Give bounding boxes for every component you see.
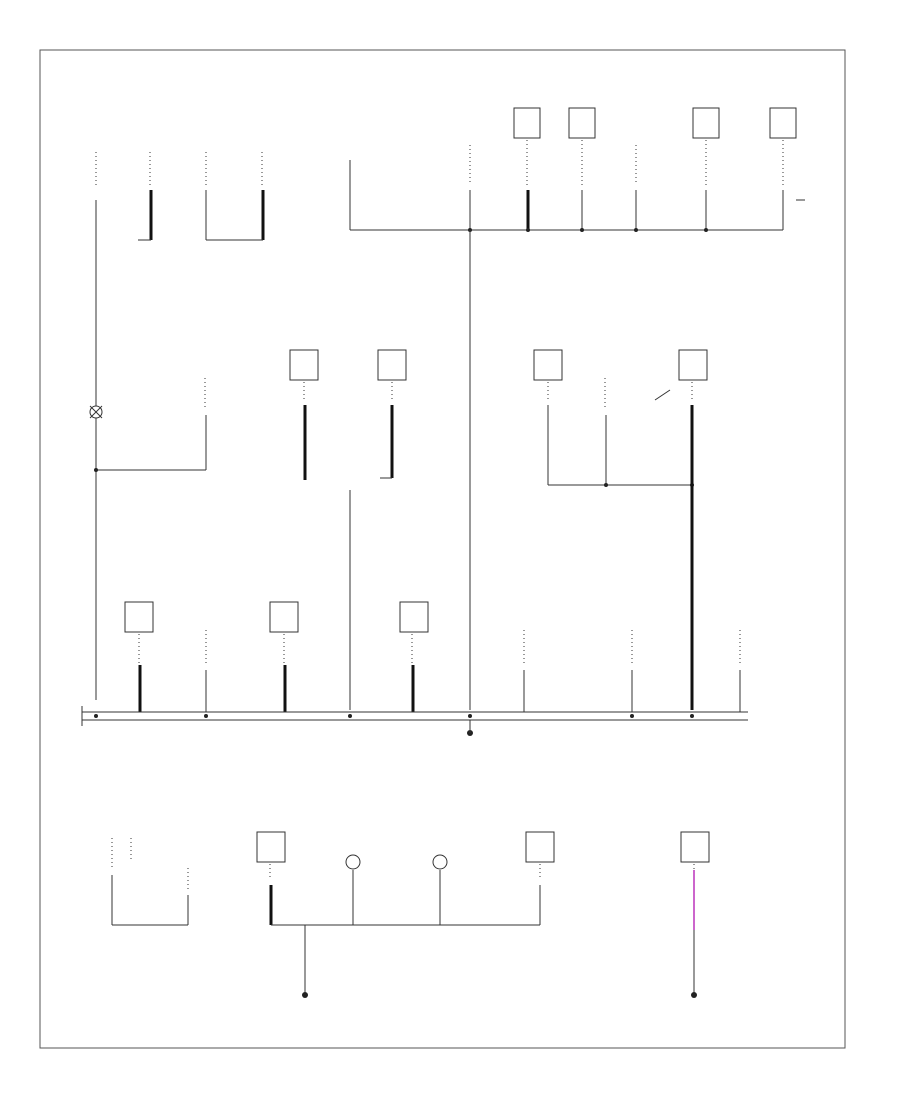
module-box-top-c — [692, 107, 720, 139]
component-top-3-4 — [205, 152, 265, 241]
module-box-mid-d — [678, 349, 708, 381]
module-box-bot-a — [256, 831, 286, 863]
middle-right-components — [533, 349, 708, 710]
module-box-low-b — [269, 601, 299, 633]
component-top-1: ​ — [95, 152, 97, 700]
module-box-bot-b — [525, 831, 555, 863]
module-box-mid-a — [289, 349, 319, 381]
diagram-frame — [39, 49, 846, 1049]
lower-components — [81, 601, 748, 736]
component-top-2 — [138, 152, 153, 241]
module-box-low-c — [399, 601, 429, 633]
module-box-mid-b — [377, 349, 407, 381]
module-box-top-a — [513, 107, 541, 139]
ground-point-bottom-left — [302, 992, 308, 998]
module-box-top-d — [769, 107, 797, 139]
module-box-low-a — [124, 601, 154, 633]
bottom-components — [111, 831, 710, 998]
module-box-mid-c — [533, 349, 563, 381]
top-right-components — [349, 107, 805, 710]
module-box-top-b — [568, 107, 596, 139]
lamp-bot-left — [345, 854, 361, 870]
middle-left-components — [89, 340, 407, 710]
lamp-bot-right — [432, 854, 448, 870]
ground-point-bottom-right — [691, 992, 697, 998]
top-left-components: ​ — [95, 152, 265, 700]
module-box-bot-c — [680, 831, 710, 863]
